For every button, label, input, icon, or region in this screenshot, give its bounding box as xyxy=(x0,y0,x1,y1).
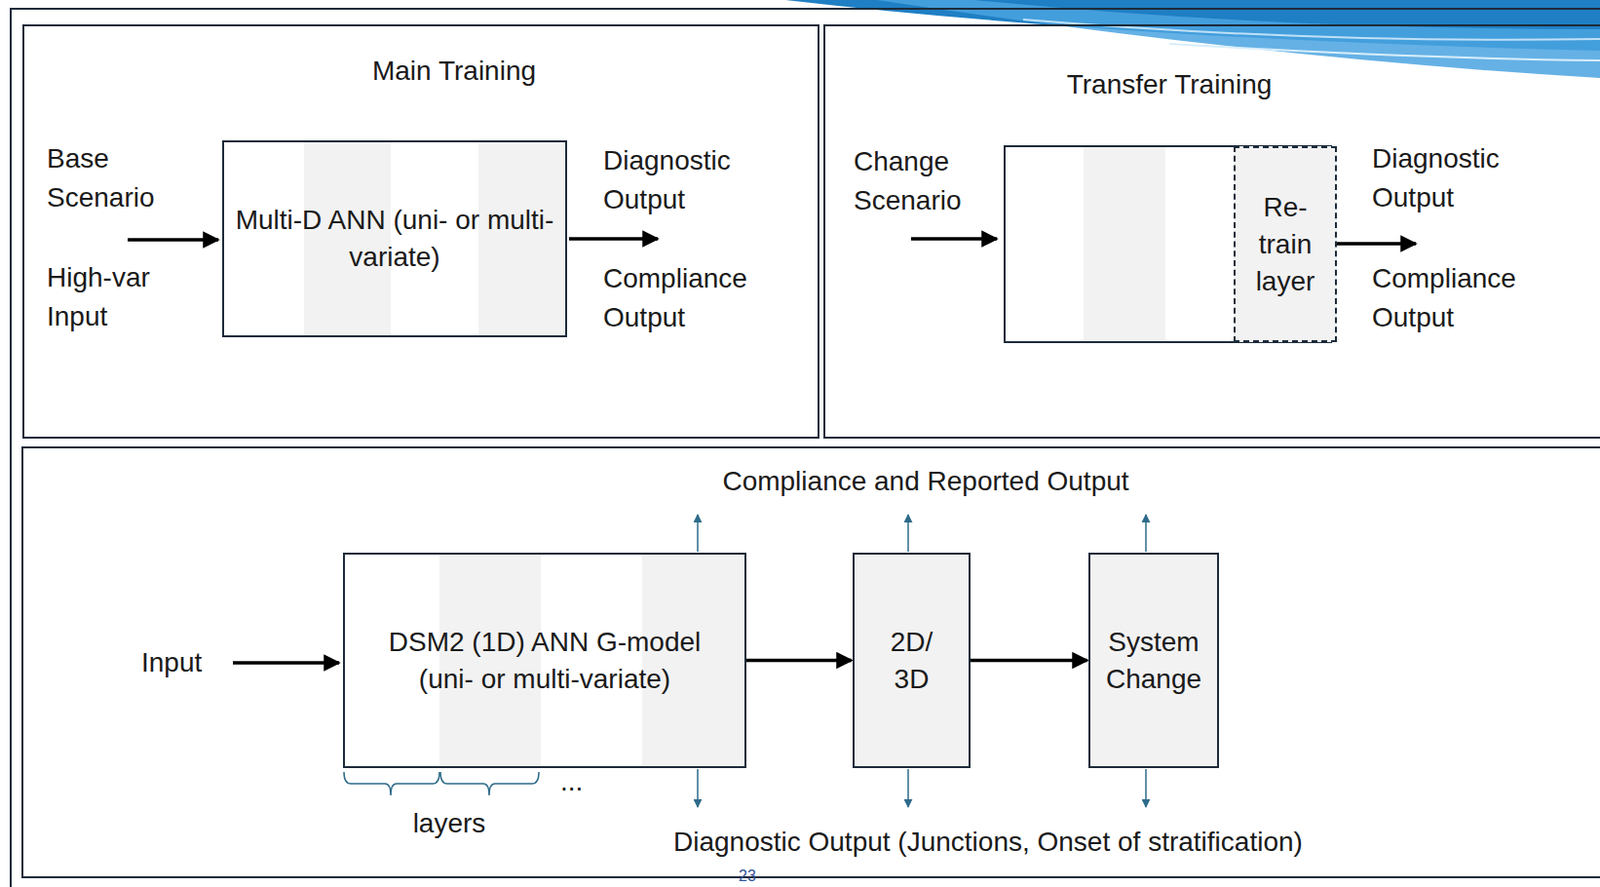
training-panel: Transfer TrainingRe- train layer xyxy=(823,24,1600,439)
input-label: Base Scenario xyxy=(46,139,184,218)
box-text: 2D/ 3D xyxy=(873,623,952,698)
panel-title: Main Training xyxy=(24,51,818,91)
process-box: System Change xyxy=(1088,552,1220,768)
bracket-label: layers xyxy=(400,803,498,843)
page-number: 23 xyxy=(738,867,768,885)
box-text: Re- train layer xyxy=(1241,189,1330,301)
process-box: 2D/ 3D xyxy=(852,552,971,768)
layer-bracket xyxy=(343,771,539,796)
output-heading: Compliance and Reported Output xyxy=(633,461,1219,501)
input-label: High-var Input xyxy=(46,258,184,337)
box-text: DSM2 (1D) ANN G-model (uni- or multi-var… xyxy=(383,623,706,698)
ellipsis-label: ... xyxy=(560,761,600,801)
output-label: Diagnostic Output xyxy=(603,141,769,220)
output-label: Compliance Output xyxy=(1371,259,1558,338)
training-panel: Main TrainingMulti-D ANN (uni- or multi-… xyxy=(22,24,820,439)
box-text: System Change xyxy=(1096,623,1212,698)
header-swoosh xyxy=(785,0,1600,78)
box-text: Multi-D ANN (uni- or multi-variate) xyxy=(233,201,556,276)
bottom-panel xyxy=(22,447,1600,877)
input-label: Input xyxy=(141,643,229,683)
flow-connector xyxy=(746,658,852,663)
retrain-layer-box: Re- train layer xyxy=(1233,146,1337,343)
output-label: Compliance Output xyxy=(603,259,789,338)
output-heading: Diagnostic Output (Junctions, Onset of s… xyxy=(673,822,1473,862)
ann-box: DSM2 (1D) ANN G-model (uni- or multi-var… xyxy=(342,552,747,768)
output-label: Diagnostic Output xyxy=(1371,139,1538,218)
flow-connector xyxy=(970,658,1088,663)
output-arrow xyxy=(697,514,1146,807)
input-label: Change Scenario xyxy=(853,142,991,221)
panel-title: Transfer Training xyxy=(825,65,1600,105)
ann-box: Multi-D ANN (uni- or multi-variate) xyxy=(222,140,568,338)
